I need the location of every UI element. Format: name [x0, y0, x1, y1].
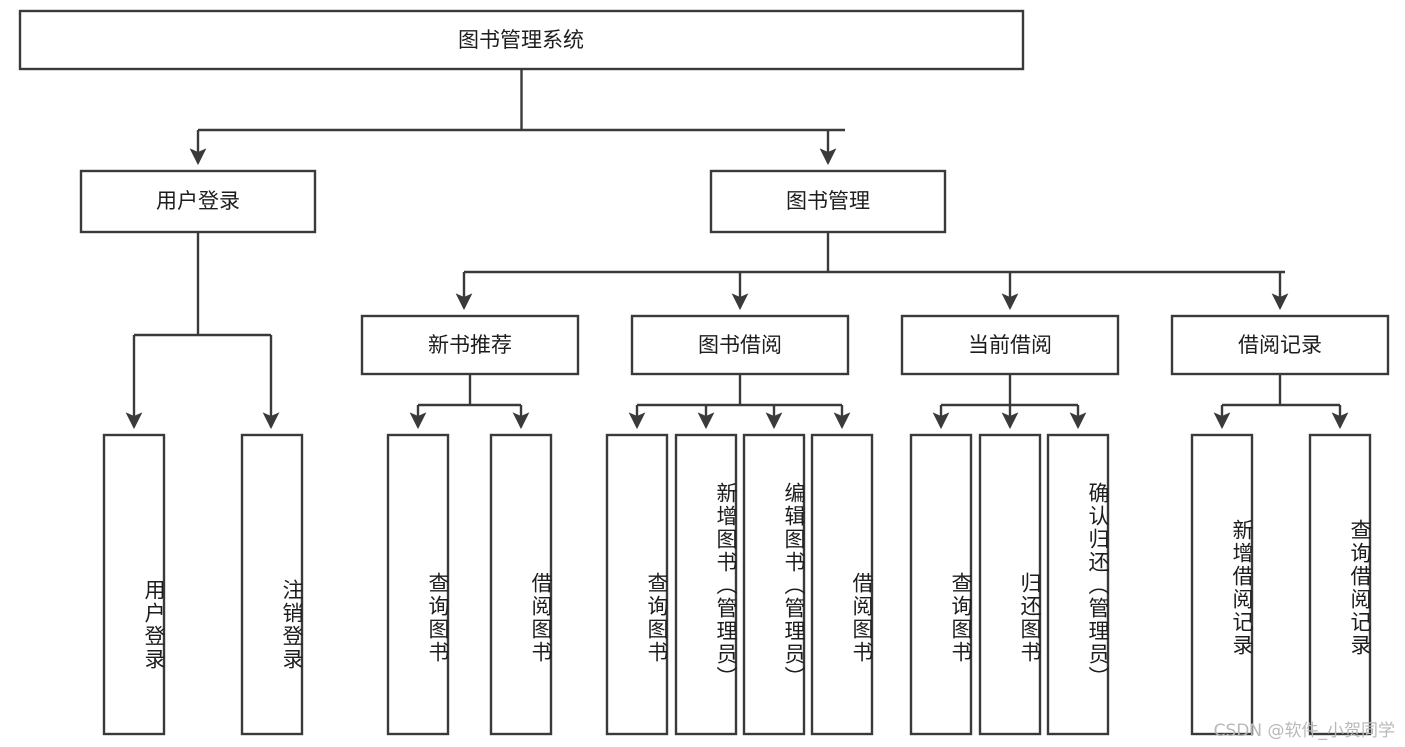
node-box-current-borrow[interactable]: [900, 314, 1120, 376]
node-label-current-borrow: 当前借阅: [968, 333, 1052, 357]
connector-user-login-to-leaves: [125, 232, 280, 430]
node-box-root[interactable]: [18, 9, 1025, 71]
leaf-box-return-book[interactable]: [978, 433, 1042, 736]
node-label-new-book-rec: 新书推荐: [428, 333, 512, 357]
node-box-book-borrow[interactable]: [630, 314, 850, 376]
leaf-box-add-book[interactable]: [674, 433, 738, 736]
connector-current-borrow-to-leaves: [932, 374, 1087, 430]
watermark-text: CSDN @软件_小贺同学: [1213, 721, 1395, 741]
node-label-borrow-record: 借阅记录: [1238, 333, 1322, 357]
connector-book-borrow-to-leaves: [628, 374, 851, 430]
node-box-new-book-rec[interactable]: [360, 314, 580, 376]
leaf-box-query-book-2[interactable]: [605, 433, 669, 736]
leaf-box-logout-login[interactable]: [240, 433, 304, 736]
node-label-user-login: 用户登录: [156, 189, 240, 213]
leaf-box-borrow-book-1[interactable]: [489, 433, 553, 736]
node-label-book-manage: 图书管理: [786, 189, 870, 213]
leaf-box-edit-book[interactable]: [742, 433, 806, 736]
node-box-borrow-record[interactable]: [1170, 314, 1390, 376]
leaf-box-confirm-return[interactable]: [1046, 433, 1110, 736]
node-box-book-manage[interactable]: [709, 169, 947, 234]
node-box-user-login[interactable]: [79, 169, 317, 234]
leaf-box-add-record[interactable]: [1190, 433, 1254, 736]
connector-book-manage-to-level3: [455, 232, 1289, 311]
node-label-root: 图书管理系统: [458, 28, 584, 52]
leaf-box-borrow-book-2[interactable]: [810, 433, 874, 736]
leaf-box-user-login[interactable]: [102, 433, 166, 736]
leaf-box-query-book-3[interactable]: [909, 433, 973, 736]
connector-new-book-rec-to-leaves: [409, 374, 530, 430]
connector-borrow-record-to-leaves: [1213, 374, 1349, 430]
node-label-book-borrow: 图书借阅: [698, 333, 782, 357]
connector-root-to-level2: [189, 69, 845, 166]
leaf-box-query-book-1[interactable]: [386, 433, 450, 736]
leaf-box-query-record[interactable]: [1308, 433, 1372, 736]
